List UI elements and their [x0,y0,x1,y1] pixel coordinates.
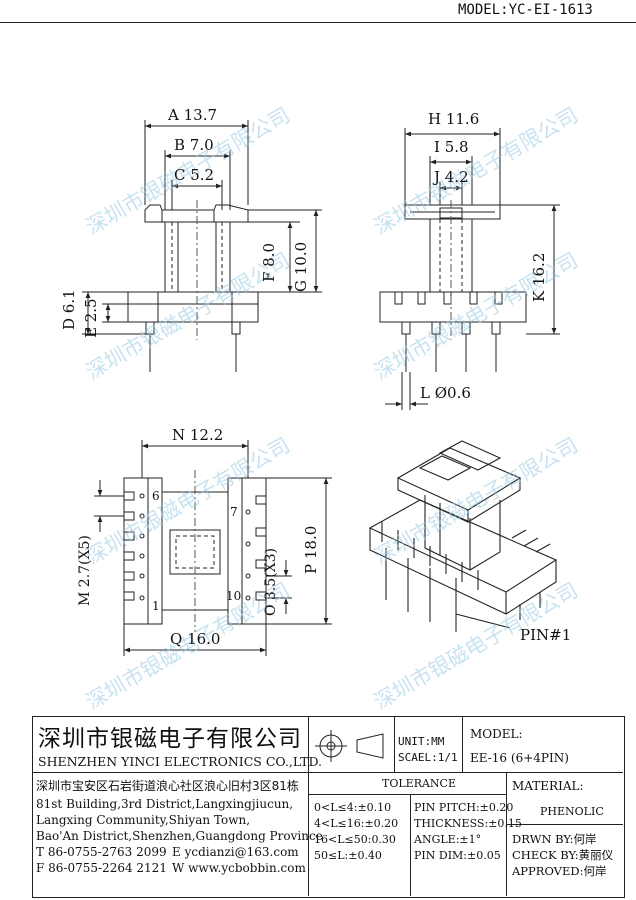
tb-vline-2 [394,716,395,772]
tolerance-title: TOLERANCE [382,777,456,790]
pin1-callout: PIN#1 [520,626,572,644]
tb-hline-3 [506,772,623,773]
tb-hline-1 [32,772,506,773]
projection-symbol [315,730,384,762]
unit-label: UNIT:MM [398,735,445,748]
tb-vline-3 [462,716,463,772]
title-block [32,716,625,898]
dim-a-label: A 13.7 [168,106,217,124]
company-name-en: SHENZHEN YINCI ELECTRONICS CO.,LTD. [38,754,323,769]
dim-q-label: Q 16.0 [170,630,221,648]
tolerance-3: 16<L≤50:0.30 [314,833,396,846]
scale-label: SCAEL:1/1 [398,751,458,764]
dim-o-label: O 3.5(X3) [263,548,279,616]
header-divider [0,22,636,23]
dim-c-label: C 5.2 [174,166,215,184]
front-view [82,120,322,372]
dim-d-label: D 6.1 [60,289,78,330]
bottom-view [94,440,332,656]
tb-vline-1 [308,716,309,772]
dim-j-label: J 4.2 [434,168,469,186]
tb-vline-4 [308,772,309,896]
company-name-cn: 深圳市银磁电子有限公司 [38,726,302,752]
technical-drawing [82,120,560,656]
dim-e-label: E 2.5 [82,298,100,338]
dim-b-label: B 7.0 [174,136,214,154]
dim-i-label: I 5.8 [434,138,469,156]
tolerance-4: 50≤L:±0.40 [314,849,382,862]
address-en-3: Bao'An District,Shenzhen,Guangdong Provi… [36,829,323,843]
thickness-tolerance: THICKNESS:±0.15 [414,817,522,830]
website: W www.ycbobbin.com [172,861,306,875]
tb-hline-4 [506,824,623,825]
tolerance-1: 0<L≤4:±0.10 [314,801,392,814]
dim-l-label: L Ø0.6 [420,384,471,402]
approved-by: APPROVED:何岸 [512,864,607,878]
address-cn: 深圳市宝安区石岩街道浪心社区浪心旧村3区81栋 [36,779,299,793]
tb-vline-6 [506,772,507,896]
pin-label-1: 1 [152,599,160,613]
model-label: MODEL: [470,727,523,741]
tolerance-2: 4<L≤16:±0.20 [314,817,399,830]
email: E ycdianzi@163.com [172,845,299,859]
telephone: T 86-0755-2763 2099 [36,845,167,859]
dim-n-label: N 12.2 [172,426,224,444]
pin-label-6: 6 [152,489,160,503]
material-label: MATERIAL: [512,779,584,793]
pin-label-7: 7 [230,505,238,519]
dim-p-label: P 18.0 [302,525,320,574]
dim-m-label: M 2.7(X5) [77,535,93,606]
dim-f-label: F 8.0 [260,242,278,282]
address-en-1: 81st Building,3rd District,Langxingjiucu… [36,797,294,811]
checked-by: CHECK BY:黄丽仪 [512,848,614,862]
angle-tolerance: ANGLE:±1° [414,833,482,846]
side-view [379,128,560,410]
dim-k-label: K 16.2 [530,252,548,302]
pin-label-10: 10 [226,589,242,603]
model-header: MODEL:YC-EI-1613 [458,2,593,18]
tb-vline-5 [410,794,411,896]
fax: F 86-0755-2264 2121 [36,861,167,875]
pin-dim-tolerance: PIN DIM:±0.05 [414,849,501,862]
dim-g-label: G 10.0 [292,241,310,292]
pin-pitch-tolerance: PIN PITCH:±0.20 [414,801,514,814]
address-en-2: Langxing Community,Shiyan Town, [36,813,251,827]
isometric-view [368,440,558,632]
dim-h-label: H 11.6 [428,110,480,128]
drawn-by: DRWN BY:何岸 [512,832,597,846]
material-value: PHENOLIC [540,805,604,818]
model-value: EE-16 (6+4PIN) [470,751,569,765]
tb-hline-2 [308,794,506,795]
